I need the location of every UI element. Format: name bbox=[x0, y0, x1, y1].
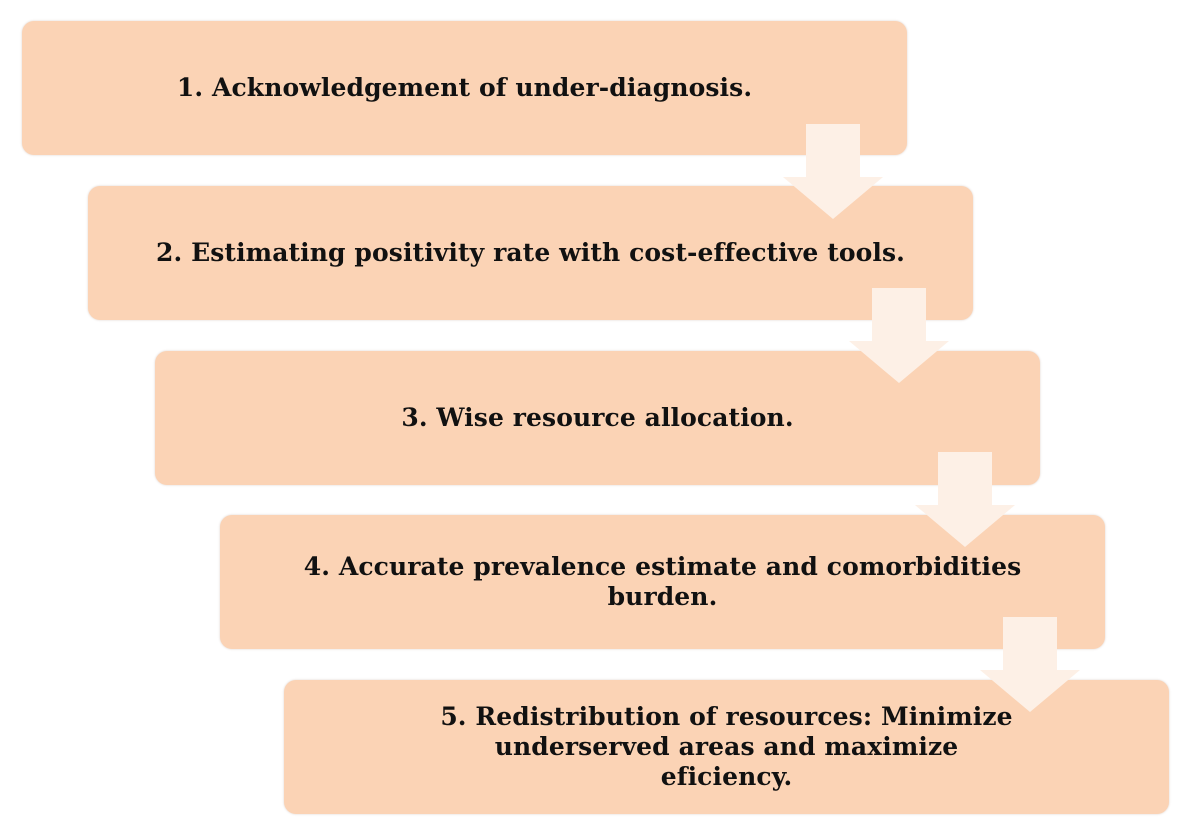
step-box-1: 1. Acknowledgement of under-diagnosis. bbox=[22, 21, 907, 155]
down-arrow-icon bbox=[783, 124, 883, 219]
step-label-5: 5. Redistribution of resources: Minimize… bbox=[440, 702, 1013, 791]
step-box-3: 3. Wise resource allocation. bbox=[155, 351, 1040, 485]
down-arrow-icon bbox=[980, 617, 1080, 712]
step-label-4: 4. Accurate prevalence estimate and como… bbox=[303, 552, 1022, 611]
step-label-2: 2. Estimating positivity rate with cost-… bbox=[156, 238, 905, 267]
step-label-3: 3. Wise resource allocation. bbox=[401, 403, 794, 432]
step-box-2: 2. Estimating positivity rate with cost-… bbox=[88, 186, 973, 320]
step-label-1: 1. Acknowledgement of under-diagnosis. bbox=[176, 73, 753, 102]
down-arrow-icon bbox=[849, 288, 949, 383]
step-box-5: 5. Redistribution of resources: Minimize… bbox=[284, 680, 1169, 814]
down-arrow-icon bbox=[915, 452, 1015, 547]
